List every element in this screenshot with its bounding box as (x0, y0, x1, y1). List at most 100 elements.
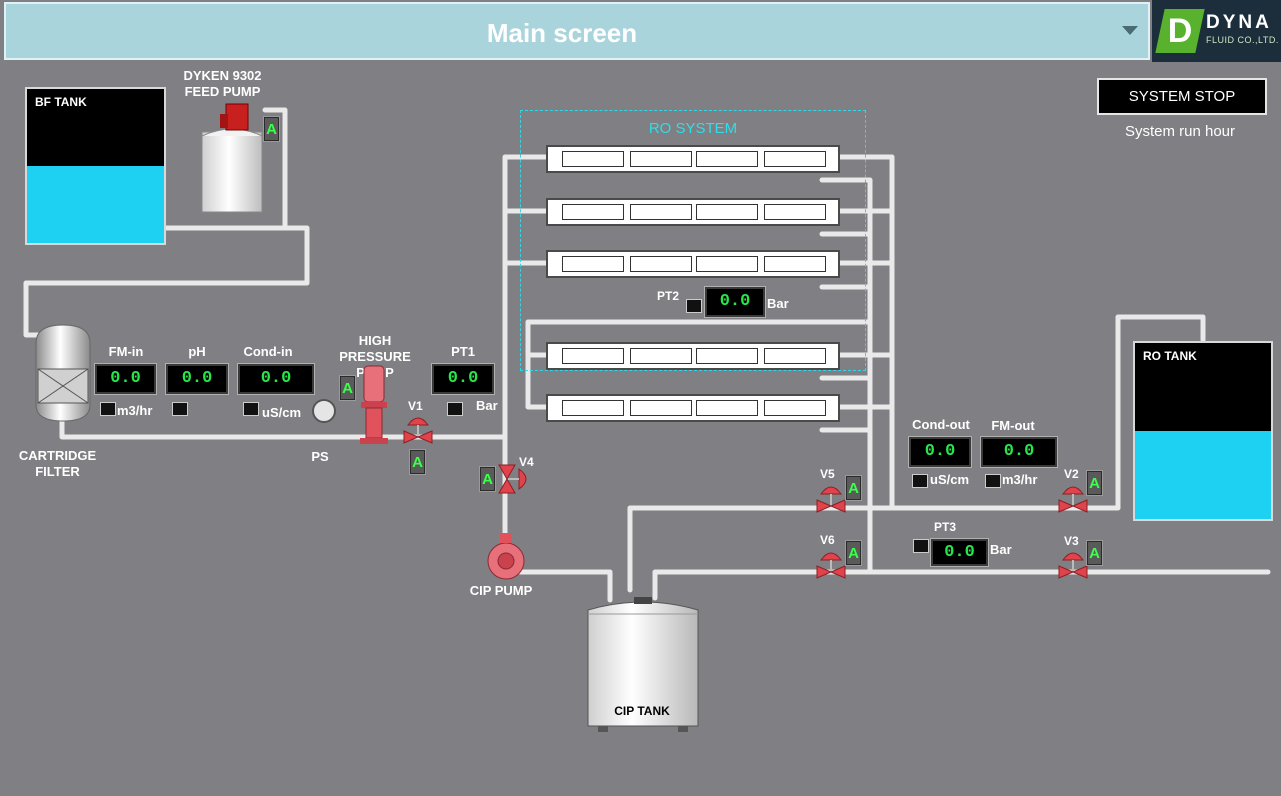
ro-membrane-3 (546, 250, 840, 278)
ro-segment (562, 348, 624, 364)
feed-pump-icon (201, 103, 263, 213)
fm-in-sensor-icon (100, 402, 116, 416)
fm-out-display: 0.0 (980, 436, 1058, 468)
fm-in-display: 0.0 (94, 363, 157, 395)
cond-in-label: Cond-in (243, 344, 293, 359)
ro-system-label: RO SYSTEM (648, 120, 738, 137)
v6-label: V6 (820, 533, 835, 547)
ro-segment (630, 348, 692, 364)
ro-segment (630, 151, 692, 167)
pt3-unit: Bar (990, 542, 1012, 557)
pt1-display: 0.0 (431, 363, 495, 395)
ro-segment (630, 400, 692, 416)
cond-in-display: 0.0 (237, 363, 315, 395)
ro-segment (562, 256, 624, 272)
pt3-display: 0.0 (930, 538, 989, 567)
ro-system-frame (520, 110, 866, 371)
logo-subtitle: FLUID CO.,LTD. (1206, 35, 1279, 45)
pressure-switch-icon (312, 399, 336, 423)
bf-tank-level (27, 166, 164, 243)
v5-auto-button[interactable]: A (845, 475, 862, 501)
ro-segment (562, 204, 624, 220)
v4-label: V4 (519, 455, 534, 469)
system-stop-button[interactable]: SYSTEM STOP (1097, 78, 1267, 115)
ro-segment (630, 204, 692, 220)
ro-membrane-2 (546, 198, 840, 226)
v5-valve-icon[interactable] (815, 480, 847, 516)
pt1-sensor-icon (447, 402, 463, 416)
ro-segment (764, 204, 826, 220)
v3-auto-button[interactable]: A (1086, 540, 1103, 566)
v2-valve-icon[interactable] (1057, 480, 1089, 516)
ro-segment (562, 151, 624, 167)
ph-label: pH (188, 344, 206, 359)
v2-auto-button[interactable]: A (1086, 470, 1103, 496)
pt2-display: 0.0 (704, 286, 766, 318)
ro-tank: RO TANK (1133, 341, 1273, 521)
feed-pump-label: DYKEN 9302 FEED PUMP (183, 68, 262, 99)
pt3-label: PT3 (934, 520, 957, 534)
v1-valve-icon[interactable] (402, 411, 434, 447)
v1-auto-button[interactable]: A (409, 449, 426, 475)
cip-pump-icon (487, 533, 525, 580)
company-logo: D DYNA FLUID CO.,LTD. (1152, 0, 1281, 62)
v5-label: V5 (820, 467, 835, 481)
hp-pump-auto-button[interactable]: A (339, 375, 356, 401)
pt2-sensor-icon (686, 299, 702, 313)
ro-segment (764, 348, 826, 364)
v4-auto-button[interactable]: A (479, 466, 496, 492)
cartridge-filter-icon (35, 324, 91, 422)
ro-membrane-1 (546, 145, 840, 173)
high-pressure-pump-icon (360, 365, 388, 444)
ro-tank-level (1135, 431, 1271, 519)
feed-pump-auto-button[interactable]: A (263, 116, 280, 142)
cip-tank-icon (587, 597, 699, 732)
ro-segment (696, 151, 758, 167)
ro-segment (696, 256, 758, 272)
fm-out-unit: m3/hr (1002, 472, 1038, 487)
header-bar: Main screen (4, 2, 1150, 60)
pt1-unit: Bar (476, 398, 498, 413)
pt3-sensor-icon (913, 539, 929, 553)
pt2-unit: Bar (767, 296, 789, 311)
ro-membrane-4 (546, 342, 840, 370)
cond-out-sensor-icon (912, 474, 928, 488)
logo-mark-icon: D (1155, 9, 1205, 53)
bf-tank: BF TANK (25, 87, 166, 245)
system-run-hour-label: System run hour (1124, 123, 1236, 140)
v4-valve-icon[interactable] (497, 463, 533, 495)
ph-display: 0.0 (165, 363, 229, 395)
ro-tank-label: RO TANK (1143, 349, 1197, 363)
cond-in-unit: uS/cm (262, 405, 302, 420)
fm-in-label: FM-in (108, 344, 144, 359)
ro-membrane-5 (546, 394, 840, 422)
pt2-label: PT2 (657, 289, 680, 303)
cip-pump-label: CIP PUMP (469, 583, 533, 598)
ro-segment (696, 348, 758, 364)
ro-segment (562, 400, 624, 416)
v3-label: V3 (1064, 534, 1079, 548)
cond-out-label: Cond-out (912, 417, 970, 432)
cond-in-sensor-icon (243, 402, 259, 416)
ph-sensor-icon (172, 402, 188, 416)
ro-segment (696, 400, 758, 416)
fm-in-unit: m3/hr (117, 403, 153, 418)
v6-valve-icon[interactable] (815, 546, 847, 582)
cip-tank-label: CIP TANK (614, 704, 670, 718)
v1-label: V1 (408, 399, 423, 413)
v6-auto-button[interactable]: A (845, 540, 862, 566)
cond-out-unit: uS/cm (930, 472, 970, 487)
ro-segment (764, 256, 826, 272)
ro-segment (630, 256, 692, 272)
ps-label: PS (311, 449, 329, 464)
ro-segment (764, 400, 826, 416)
v3-valve-icon[interactable] (1057, 546, 1089, 582)
fm-out-sensor-icon (985, 474, 1001, 488)
page-title: Main screen (486, 18, 638, 48)
screen-dropdown-icon[interactable] (1122, 26, 1138, 35)
logo-name: DYNA (1206, 12, 1272, 33)
ro-segment (764, 151, 826, 167)
cartridge-filter-label: CARTRIDGE FILTER (18, 448, 97, 479)
v2-label: V2 (1064, 467, 1079, 481)
